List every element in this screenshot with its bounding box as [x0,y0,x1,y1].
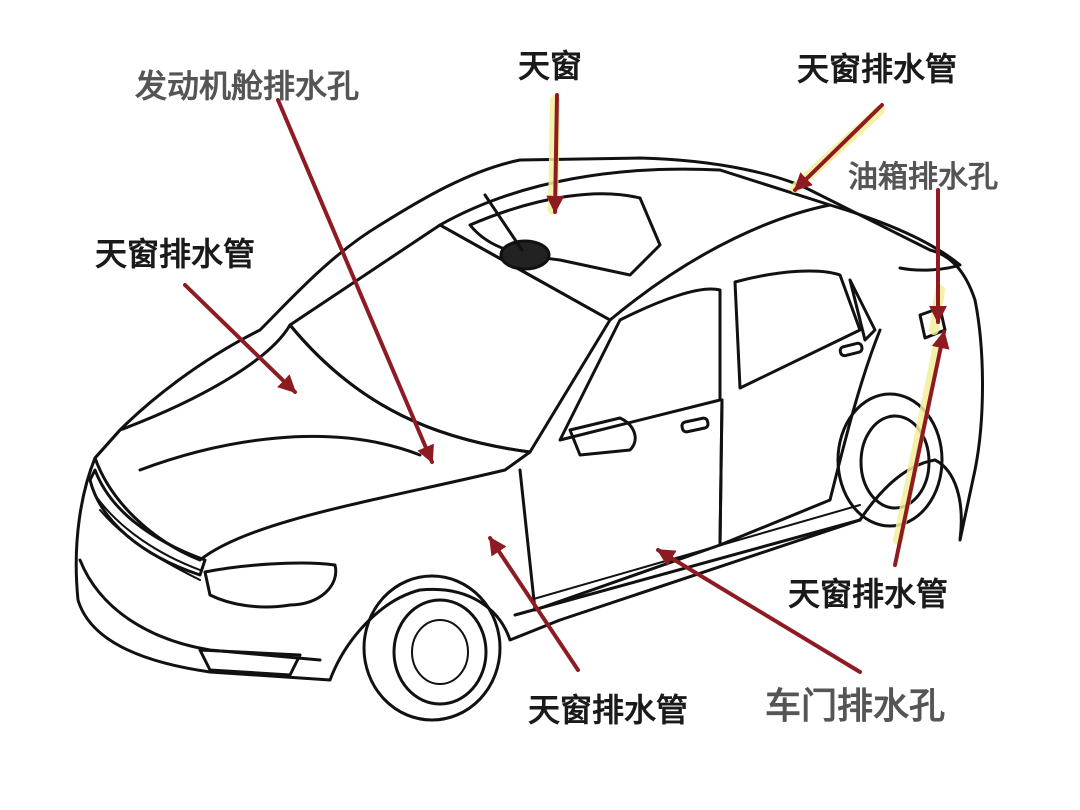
front-wheel-rim [392,598,488,706]
trunk-edge [828,203,962,272]
hood-crease [138,434,422,472]
rear-door-handle [838,341,864,358]
label-door-drain-hole: 车门排水孔 [765,686,945,727]
front-wheel [362,574,502,722]
rear-wheel [836,392,944,528]
car-body-silhouette [74,156,984,682]
side-mirror [568,416,637,457]
sunroof-panel [468,192,662,277]
rear-door-outline [718,328,882,547]
label-fuel-tank-drain-hole: 油箱排水孔 [848,160,998,195]
front-door-handle [680,416,710,434]
rear-door-window [733,269,862,390]
car-outline [74,156,984,722]
headlight [203,561,338,609]
fog-light [198,648,302,677]
arrow-sunroof-drain-front-left [183,283,297,394]
label-sunroof-drain-pipe-front-left: 天窗排水管 [95,235,255,273]
label-engine-bay-drain-hole: 发动机舱排水孔 [135,67,359,105]
label-sunroof-drain-pipe-rear-right: 天窗排水管 [788,575,948,613]
label-sunroof: 天窗 [518,47,582,85]
sunroof-antenna [483,193,524,252]
front-bumper [78,558,322,662]
arrow-sunroof [546,93,565,214]
rear-quarter-window [848,278,877,342]
arrow-door-drain [656,548,862,674]
sunroof-mechanism [499,239,551,271]
callout-labels: 发动机舱排水孔 天窗 天窗排水管 油箱排水孔 天窗排水管 天窗排水管 天窗排水管… [95,47,998,729]
front-grille [88,468,207,577]
label-sunroof-drain-pipe-rear-top: 天窗排水管 [797,50,957,88]
hood [93,323,532,562]
callout-arrows [183,93,950,674]
label-sunroof-drain-pipe-front-bottom: 天窗排水管 [528,691,688,729]
arrow-engine-bay-drain [276,98,434,464]
arrow-sunroof-drain-rear-top [793,103,884,192]
roof [438,167,832,322]
arrow-sunroof-drain-rear-right [893,330,950,567]
arrow-sunroof-drain-front-bottom [488,536,580,672]
front-door-window [558,287,722,442]
rear-wheel-rim [859,414,931,510]
